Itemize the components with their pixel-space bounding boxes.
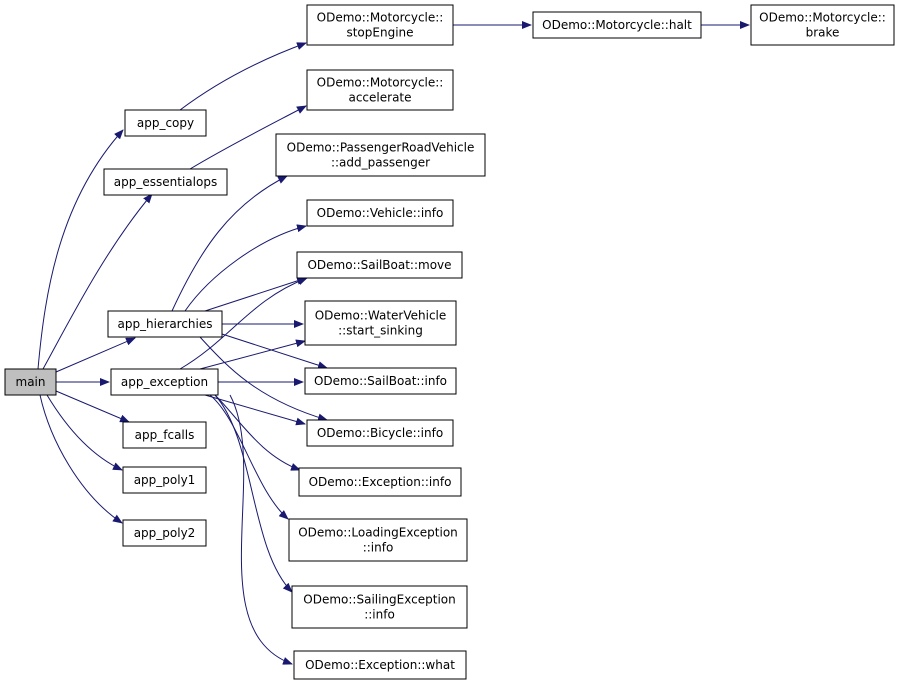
node-app-exception[interactable]: app_exception: [110, 368, 219, 396]
node-label: ODemo::WaterVehicle: [315, 309, 447, 323]
node-moto-stop[interactable]: ODemo::Motorcycle::stopEngine: [306, 4, 454, 46]
node-sailing-info[interactable]: ODemo::SailingException::info: [291, 585, 468, 629]
edge-app_hierarchies-to-vehicle_info: [184, 224, 307, 312]
node-bicycle-info[interactable]: ODemo::Bicycle::info: [306, 419, 454, 447]
node-sail-info[interactable]: ODemo::SailBoat::info: [304, 367, 457, 395]
node-label: app_poly2: [134, 526, 196, 540]
node-app-copy[interactable]: app_copy: [124, 109, 207, 137]
node-label: app_exception: [121, 375, 208, 389]
node-app-fcalls[interactable]: app_fcalls: [122, 421, 207, 449]
node-app-hierarchies[interactable]: app_hierarchies: [107, 310, 223, 338]
edge-app_exception-to-sailing_info: [214, 394, 293, 593]
node-label: ODemo::LoadingException: [298, 526, 458, 540]
node-vehicle-info[interactable]: ODemo::Vehicle::info: [306, 199, 454, 227]
node-label: app_copy: [137, 116, 194, 130]
node-label: main: [16, 375, 46, 389]
edge-main-to-app_essentialops: [42, 193, 153, 370]
node-label: app_essentialops: [114, 175, 217, 189]
node-label: ODemo::Exception::info: [309, 475, 452, 489]
node-exc-info[interactable]: ODemo::Exception::info: [298, 467, 462, 497]
node-label: ODemo::SailingException: [303, 593, 455, 607]
node-label: ODemo::SailBoat::move: [307, 258, 451, 272]
edge-app_exception-to-bicycle_info: [204, 394, 306, 426]
node-label: app_hierarchies: [117, 317, 212, 331]
node-label: ODemo::PassengerRoadVehicle: [287, 141, 475, 155]
node-label: ::info: [364, 608, 395, 622]
node-main[interactable]: main: [4, 368, 57, 396]
node-label: accelerate: [348, 91, 411, 105]
edge-main-to-app_hierarchies: [55, 337, 136, 373]
node-water-sink[interactable]: ODemo::WaterVehicle::start_sinking: [304, 300, 457, 346]
node-moto-halt[interactable]: ODemo::Motorcycle::halt: [532, 11, 702, 39]
node-label: ODemo::Motorcycle::: [317, 11, 444, 25]
edge-app_exception-to-loading_info: [209, 394, 289, 520]
edge-app_essentialops-to-moto_accel: [189, 105, 307, 170]
node-prv-add[interactable]: ODemo::PassengerRoadVehicle::add_passeng…: [275, 133, 486, 177]
node-label: ODemo::Bicycle::info: [317, 426, 443, 440]
node-app-poly1[interactable]: app_poly1: [122, 466, 207, 494]
node-label: ODemo::SailBoat::info: [314, 374, 447, 388]
node-label: stopEngine: [346, 26, 413, 40]
node-label: ::info: [363, 541, 394, 555]
node-label: ODemo::Motorcycle::: [759, 11, 886, 25]
edge-app_hierarchies-to-sail_info: [221, 333, 328, 370]
edge-app_exception-to-exc_what: [229, 394, 293, 665]
node-loading-info[interactable]: ODemo::LoadingException::info: [288, 518, 468, 562]
node-label: brake: [806, 26, 840, 40]
node-label: ODemo::Exception::what: [305, 658, 455, 672]
node-label: ::start_sinking: [338, 324, 423, 338]
node-app-poly2[interactable]: app_poly2: [122, 519, 207, 547]
node-label: ODemo::Motorcycle::halt: [542, 18, 692, 32]
edge-main-to-app_fcalls: [55, 390, 130, 423]
edge-app_exception-to-sail_move: [179, 277, 308, 370]
edge-app_hierarchies-to-sail_move: [204, 276, 307, 312]
edge-app_copy-to-moto_stop: [179, 42, 307, 111]
node-app-essentialops[interactable]: app_essentialops: [103, 168, 228, 196]
edge-main-to-app_copy: [37, 129, 124, 370]
node-moto-accel[interactable]: ODemo::Motorcycle::accelerate: [306, 69, 454, 111]
edge-main-to-app_poly1: [46, 394, 123, 471]
node-label: ODemo::Vehicle::info: [317, 206, 444, 220]
node-label: ::add_passenger: [331, 156, 430, 170]
node-label: app_fcalls: [135, 428, 195, 442]
node-exc-what[interactable]: ODemo::Exception::what: [293, 650, 467, 680]
edge-main-to-app_poly2: [39, 394, 123, 524]
node-label: app_poly1: [134, 473, 196, 487]
node-moto-brake[interactable]: ODemo::Motorcycle::brake: [750, 4, 895, 46]
node-label: ODemo::Motorcycle::: [317, 76, 444, 90]
edge-app_exception-to-water_sink: [199, 339, 306, 370]
edge-app_exception-to-exc_info: [214, 394, 301, 471]
edge-app_hierarchies-to-prv_add: [171, 175, 288, 312]
node-sail-move[interactable]: ODemo::SailBoat::move: [296, 251, 463, 279]
